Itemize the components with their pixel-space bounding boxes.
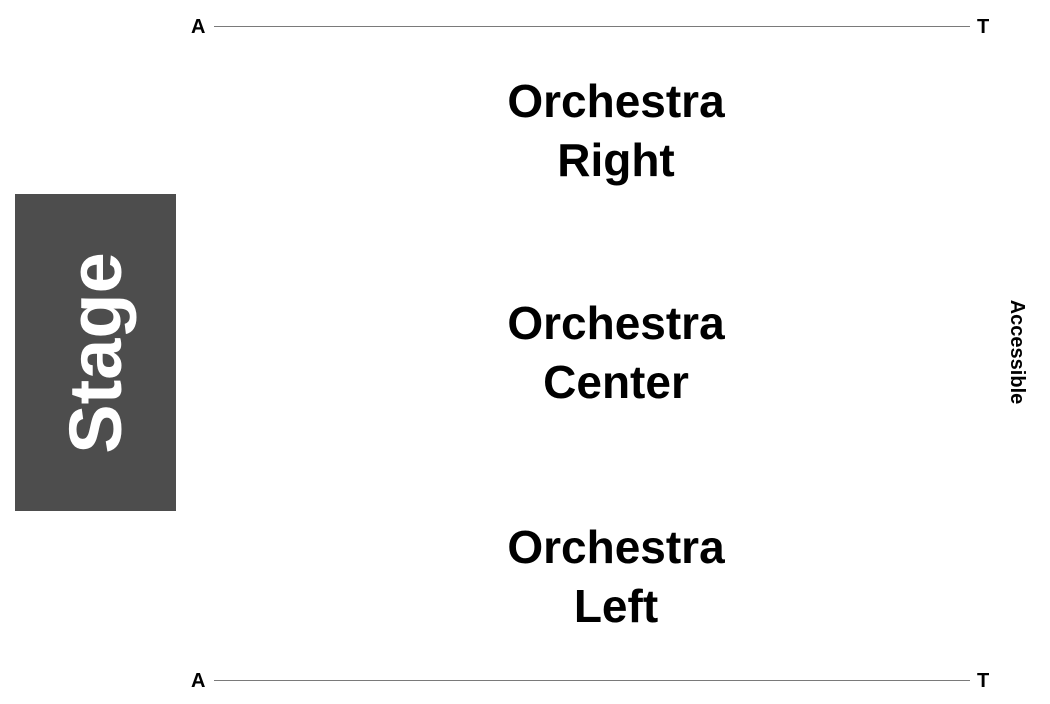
section-name-line1: Orchestra [507, 521, 725, 573]
accessible-label[interactable]: Accessible [1006, 299, 1028, 405]
section-name-line1: Orchestra [507, 297, 725, 349]
stage-block[interactable]: Stage [15, 194, 176, 511]
section-name-line2: Right [557, 134, 675, 186]
section-orchestra-center[interactable]: Orchestra Center [466, 294, 766, 412]
section-orchestra-right[interactable]: Orchestra Right [466, 72, 766, 190]
stage-label: Stage [53, 251, 137, 454]
top-row-line [214, 26, 970, 27]
section-name-line1: Orchestra [507, 75, 725, 127]
bottom-row-line [214, 680, 970, 681]
section-name-line2: Center [543, 356, 689, 408]
bottom-row-end-label: T [977, 670, 990, 692]
top-row-start-label: A [191, 16, 206, 38]
top-row-end-label: T [977, 16, 990, 38]
bottom-row-start-label: A [191, 670, 206, 692]
section-name-line2: Left [573, 580, 659, 632]
section-orchestra-left[interactable]: Orchestra Left [466, 518, 766, 636]
